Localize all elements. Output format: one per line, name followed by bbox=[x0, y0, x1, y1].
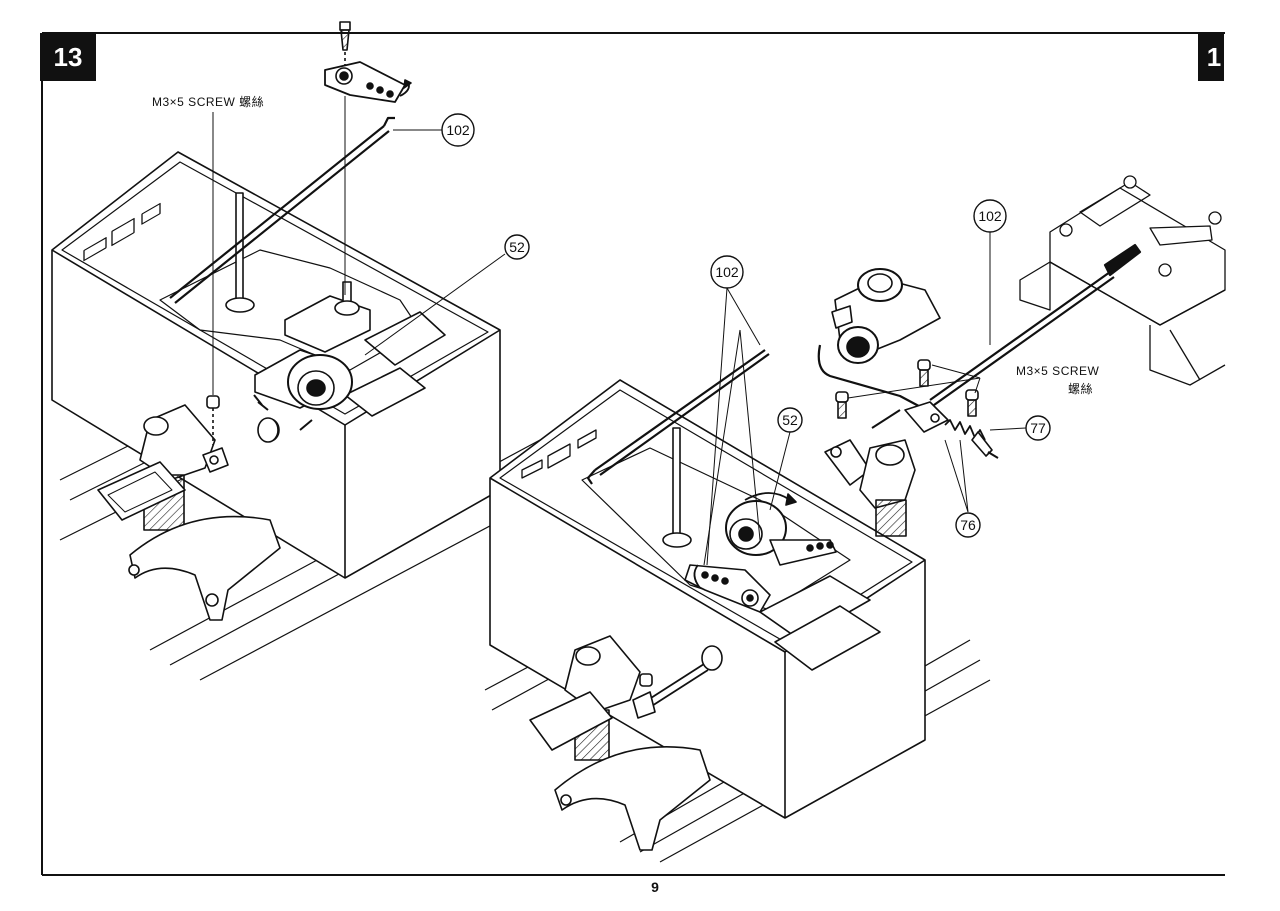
callout-102-right: 102 bbox=[973, 199, 1007, 233]
step-number-left: 13 bbox=[54, 42, 83, 72]
left-rudder-blade bbox=[129, 515, 281, 621]
left-servo-horn bbox=[324, 61, 412, 103]
right-pushrod bbox=[929, 243, 1142, 406]
part-number-102-center: 102 bbox=[715, 264, 739, 280]
step-badge-13: 13 bbox=[40, 33, 96, 81]
center-rudder-blade bbox=[554, 746, 711, 851]
step-number-right: 1 bbox=[1207, 42, 1221, 72]
left-pushrod bbox=[169, 116, 395, 304]
screw-label-right: M3×5 SCREW bbox=[1016, 364, 1100, 378]
page-frame bbox=[41, 32, 1225, 876]
right-servo-mount bbox=[831, 268, 941, 364]
center-pushrod bbox=[586, 349, 770, 485]
callout-52-center: 52 bbox=[777, 407, 803, 433]
right-stand bbox=[1019, 175, 1226, 386]
left-collar-screw bbox=[202, 395, 229, 473]
right-tiller bbox=[824, 439, 916, 537]
left-top-screw bbox=[339, 21, 351, 65]
center-assembly bbox=[484, 329, 991, 863]
part-number-52-center: 52 bbox=[782, 412, 798, 428]
callout-52-left: 52 bbox=[504, 234, 530, 260]
part-number-77: 77 bbox=[1030, 420, 1046, 436]
left-vent-slots bbox=[83, 202, 161, 262]
callout-77: 77 bbox=[1025, 415, 1051, 441]
screw-label-right-cn: 螺絲 bbox=[1068, 381, 1093, 396]
part-number-52-left: 52 bbox=[509, 239, 525, 255]
left-stern-fitting bbox=[97, 404, 281, 621]
callout-102-left: 102 bbox=[441, 113, 475, 147]
part-number-102-right: 102 bbox=[978, 208, 1002, 224]
center-rudder-post bbox=[672, 427, 681, 539]
screw-label-left: M3×5 SCREW 螺絲 bbox=[152, 94, 264, 109]
page-number: 9 bbox=[651, 879, 659, 895]
right-assembly bbox=[817, 175, 1226, 537]
center-stern-fitting bbox=[529, 635, 711, 851]
center-vent-slots bbox=[521, 429, 597, 479]
part-number-76: 76 bbox=[960, 517, 976, 533]
callout-76: 76 bbox=[955, 512, 981, 538]
part-number-102-left: 102 bbox=[446, 122, 470, 138]
left-assembly bbox=[51, 21, 561, 681]
step-badge-next: 1 bbox=[1198, 33, 1224, 81]
callout-102-center: 102 bbox=[710, 255, 744, 289]
callout-leaders bbox=[212, 112, 1027, 566]
